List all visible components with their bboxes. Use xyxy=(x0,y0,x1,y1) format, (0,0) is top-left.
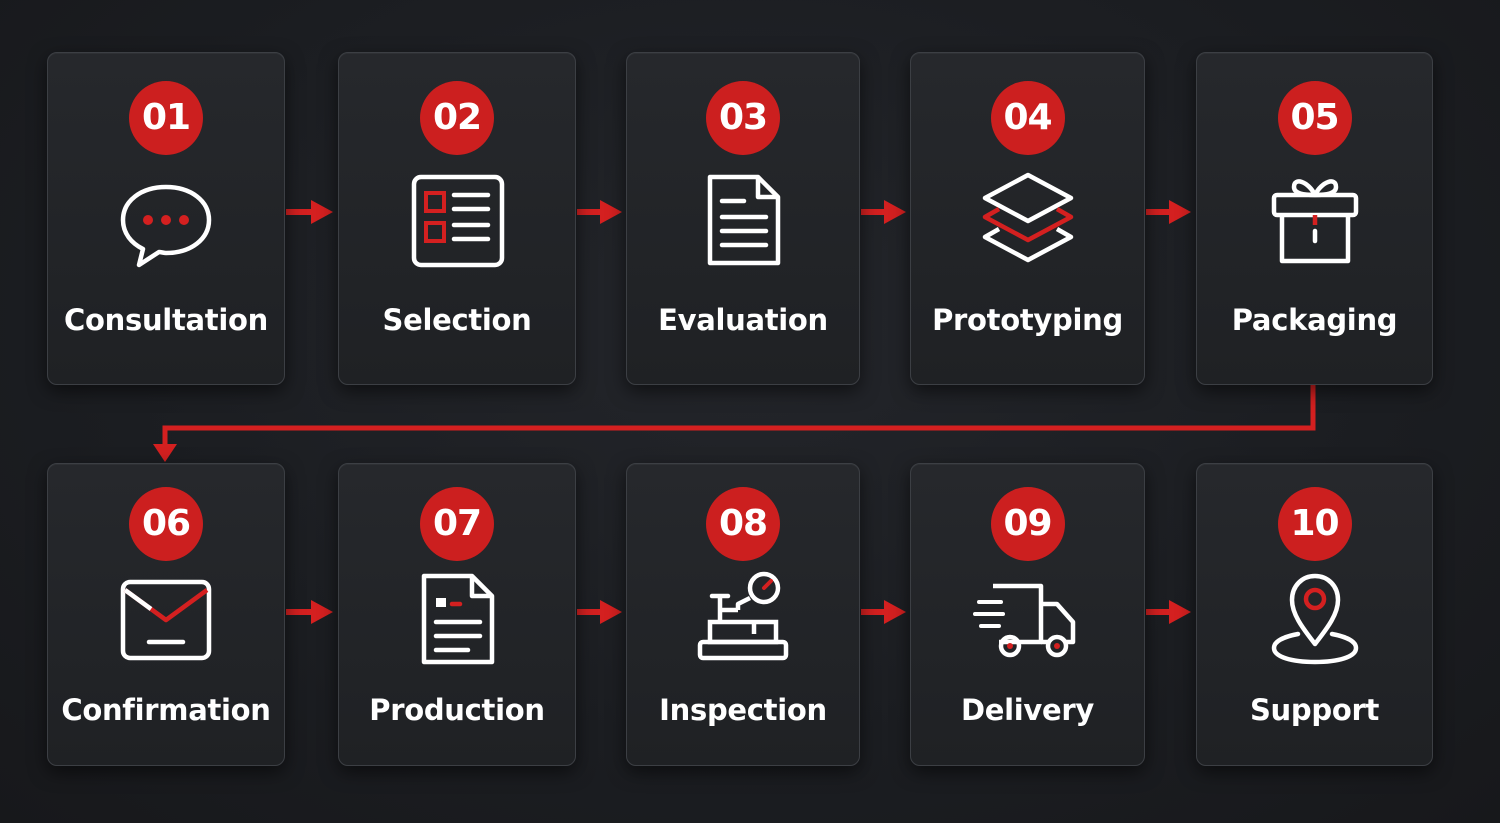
step-number-badge: 05 xyxy=(1277,81,1352,155)
step-card-06: 06 Confirmation xyxy=(47,463,285,766)
step-number-badge: 06 xyxy=(129,487,203,561)
checklist-icon xyxy=(402,165,512,275)
arrow-connector xyxy=(286,200,333,224)
file-icon xyxy=(402,564,512,674)
chat-bubble-icon xyxy=(111,165,221,275)
step-label: Evaluation xyxy=(658,303,828,337)
step-number-badge: 04 xyxy=(990,81,1065,155)
step-card-07: 07 Production xyxy=(338,463,576,766)
gift-box-icon xyxy=(1260,165,1370,275)
arrow-connector xyxy=(861,200,906,224)
gauge-machine-icon xyxy=(688,564,798,674)
step-label: Inspection xyxy=(659,693,827,727)
step-card-10: 10 Support xyxy=(1196,463,1433,766)
step-label: Selection xyxy=(382,303,532,337)
step-number-badge: 03 xyxy=(706,81,780,155)
arrow-connector xyxy=(1146,600,1191,624)
step-label: Packaging xyxy=(1231,303,1398,337)
step-label: Production xyxy=(369,693,545,727)
step-number-badge: 07 xyxy=(420,487,494,561)
step-label: Consultation xyxy=(64,303,268,337)
step-label: Delivery xyxy=(961,693,1094,727)
step-card-04: 04 Prototyping xyxy=(910,52,1145,385)
step-label: Prototyping xyxy=(932,303,1123,337)
document-icon xyxy=(688,165,798,275)
step-number-badge: 02 xyxy=(420,81,494,155)
truck-icon xyxy=(972,564,1083,674)
step-label: Support xyxy=(1249,693,1380,727)
location-pin-icon xyxy=(1260,564,1370,674)
arrow-connector xyxy=(577,200,622,224)
arrow-connector xyxy=(861,600,906,624)
step-number-badge: 09 xyxy=(990,487,1065,561)
arrow-connector xyxy=(577,600,622,624)
step-label: Confirmation xyxy=(61,693,271,727)
step-number-badge: 01 xyxy=(129,81,203,155)
step-card-03: 03 Evaluation xyxy=(626,52,860,385)
layers-icon xyxy=(973,165,1083,275)
step-number-badge: 10 xyxy=(1277,487,1352,561)
step-number-badge: 08 xyxy=(706,487,780,561)
step-card-01: 01 Consultation xyxy=(47,52,285,385)
step-card-05: 05 Packaging xyxy=(1196,52,1433,385)
step-card-09: 09 Delivery xyxy=(910,463,1145,766)
row-wrap-connector xyxy=(153,385,1316,462)
arrow-connector xyxy=(286,600,333,624)
step-card-02: 02 Selection xyxy=(338,52,576,385)
envelope-icon xyxy=(111,564,221,674)
step-card-08: 08 Inspection xyxy=(626,463,860,766)
arrow-connector xyxy=(1146,200,1191,224)
